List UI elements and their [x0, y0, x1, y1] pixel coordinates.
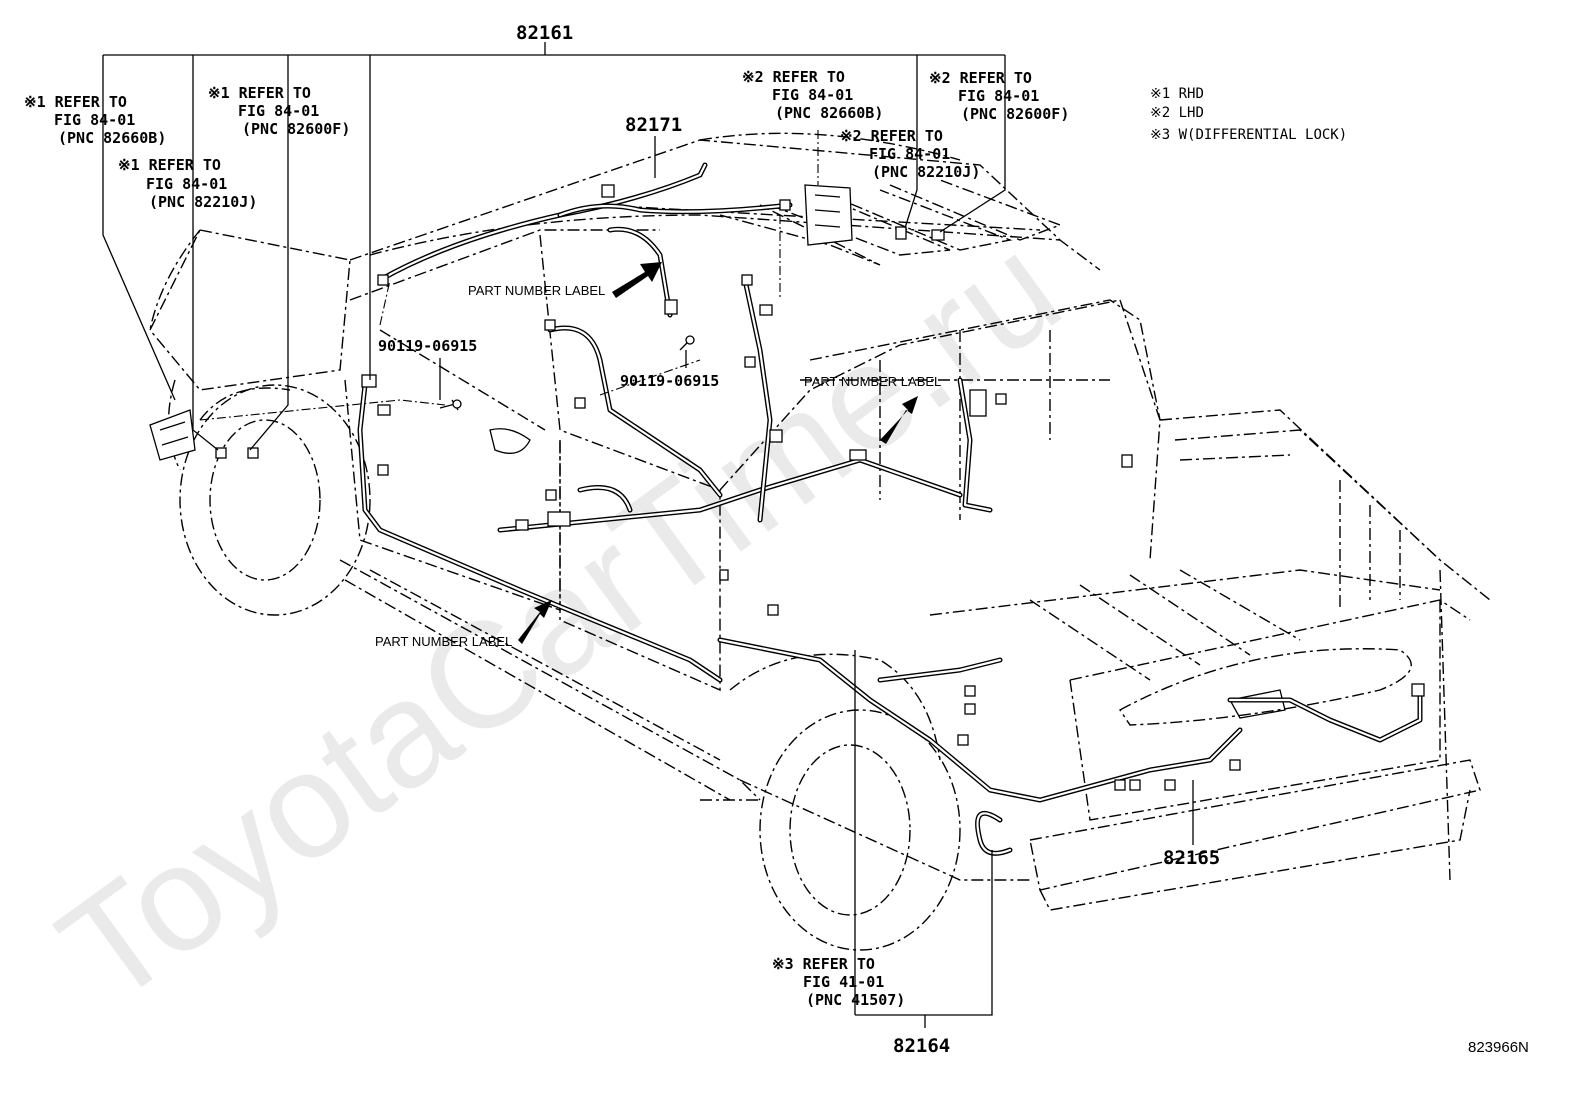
svg-text:FIG 84-01: FIG 84-01	[772, 86, 853, 104]
ref-rhd-82660b: ※1 REFER TO FIG 84-01 (PNC 82660B)	[24, 93, 166, 147]
svg-text:FIG 84-01: FIG 84-01	[54, 111, 135, 129]
svg-text:(PNC 82600F): (PNC 82600F)	[242, 120, 350, 138]
svg-text:FIG 84-01: FIG 84-01	[869, 145, 950, 163]
legend-lhd: ※2 LHD	[1150, 105, 1204, 121]
wire-harness-82171	[377, 162, 793, 318]
part-number-label-text-2: PART NUMBER LABEL	[804, 374, 941, 389]
svg-text:※2 REFER TO: ※2 REFER TO	[929, 69, 1032, 87]
bolt-part-number-left: 90119-06915	[378, 337, 477, 355]
svg-text:(PNC 82660B): (PNC 82660B)	[775, 104, 883, 122]
svg-text:(PNC 82660B): (PNC 82660B)	[58, 129, 166, 147]
figure-code: 823966N	[1468, 1039, 1529, 1056]
leader-lines	[102, 42, 1194, 1028]
part-number-82165: 82165	[1163, 847, 1220, 869]
connectors	[149, 184, 1425, 791]
ref-lhd-82600f: ※2 REFER TO FIG 84-01 (PNC 82600F)	[929, 69, 1069, 123]
part-number-labels: 82161 82171 82165 82164 90119-06915 9011…	[378, 22, 1220, 1057]
svg-text:※1 REFER TO: ※1 REFER TO	[208, 84, 311, 102]
legend-diff-lock: ※3 W(DIFFERENTIAL LOCK)	[1150, 127, 1347, 143]
refer-notes: ※1 REFER TO FIG 84-01 (PNC 82660B) ※1 RE…	[24, 68, 1069, 1009]
legend-rhd: ※1 RHD	[1150, 86, 1204, 102]
part-number-82161: 82161	[516, 22, 573, 44]
part-number-82164: 82164	[893, 1035, 950, 1057]
ref-lhd-82210j: ※2 REFER TO FIG 84-01 (PNC 82210J)	[840, 127, 980, 181]
part-number-label-text-3: PART NUMBER LABEL	[375, 634, 512, 649]
svg-text:(PNC 82210J): (PNC 82210J)	[872, 163, 980, 181]
part-number-label-notes: PART NUMBER LABEL PART NUMBER LABEL PART…	[375, 283, 941, 649]
svg-text:※2 REFER TO: ※2 REFER TO	[742, 68, 845, 86]
svg-text:※1 REFER TO: ※1 REFER TO	[118, 156, 221, 174]
legend: ※1 RHD ※2 LHD ※3 W(DIFFERENTIAL LOCK)	[1150, 86, 1347, 143]
ref-lhd-82660b: ※2 REFER TO FIG 84-01 (PNC 82660B)	[742, 68, 883, 122]
ref-rhd-82210j: ※1 REFER TO FIG 84-01 (PNC 82210J)	[118, 156, 257, 211]
part-number-label-text-1: PART NUMBER LABEL	[468, 283, 605, 298]
wire-harness-82165	[717, 637, 1423, 803]
ref-diff-lock-41507: ※3 REFER TO FIG 41-01 (PNC 41507)	[772, 955, 905, 1009]
svg-text:(PNC 82600F): (PNC 82600F)	[961, 105, 1069, 123]
svg-text:※2 REFER TO: ※2 REFER TO	[840, 127, 943, 145]
wire-harness-82161	[357, 277, 993, 683]
wire-harness-82164	[975, 810, 1013, 856]
part-number-82171: 82171	[625, 114, 682, 136]
svg-text:FIG 41-01: FIG 41-01	[803, 973, 884, 991]
svg-text:※3 REFER TO: ※3 REFER TO	[772, 955, 875, 973]
svg-text:FIG 84-01: FIG 84-01	[958, 87, 1039, 105]
svg-text:(PNC 82210J): (PNC 82210J)	[149, 193, 257, 211]
svg-text:FIG 84-01: FIG 84-01	[146, 175, 227, 193]
ref-rhd-82600f: ※1 REFER TO FIG 84-01 (PNC 82600F)	[208, 84, 350, 138]
svg-text:※1 REFER TO: ※1 REFER TO	[24, 93, 127, 111]
part-label-arrows	[518, 262, 918, 644]
svg-text:FIG 84-01: FIG 84-01	[238, 102, 319, 120]
bolt-part-number-right: 90119-06915	[620, 372, 719, 390]
svg-text:(PNC 41507): (PNC 41507)	[806, 991, 905, 1009]
